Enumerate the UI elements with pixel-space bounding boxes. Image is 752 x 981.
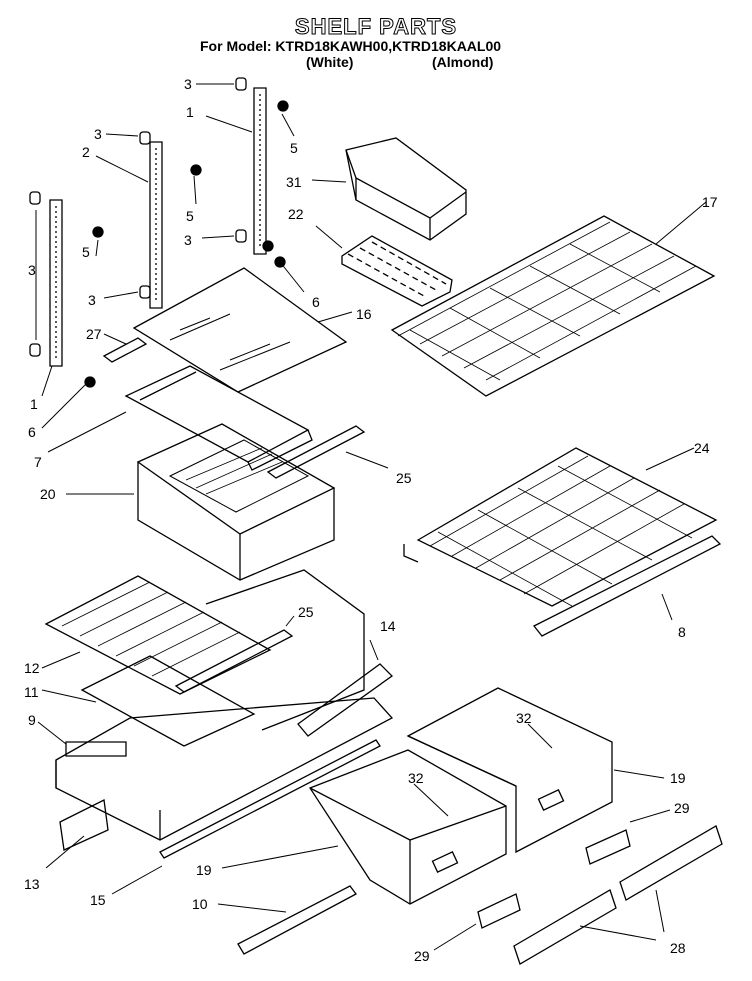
callout-5-b: 5 bbox=[186, 208, 194, 224]
shelf-rail-middle bbox=[150, 142, 162, 308]
rail-14 bbox=[298, 664, 392, 736]
rail-10 bbox=[238, 886, 356, 954]
leader-lines bbox=[36, 84, 706, 950]
callout-24: 24 bbox=[694, 440, 710, 456]
shelf-rail-8 bbox=[534, 536, 720, 636]
diagram-title: SHELF PARTS bbox=[294, 14, 458, 40]
handle-clip-29-upper bbox=[586, 830, 630, 864]
crisper-drawer-right bbox=[408, 688, 612, 852]
shelf-rail-left bbox=[50, 200, 62, 366]
crisper-shelf-12 bbox=[46, 576, 270, 694]
callout-32-b: 32 bbox=[408, 770, 424, 786]
callout-3-b: 3 bbox=[94, 126, 102, 142]
callout-32-a: 32 bbox=[516, 710, 532, 726]
rail-13 bbox=[60, 800, 108, 850]
callout-25-b: 25 bbox=[298, 604, 314, 620]
callout-31: 31 bbox=[286, 174, 302, 190]
wire-shelf-upper bbox=[392, 216, 714, 396]
callout-3-c: 3 bbox=[184, 232, 192, 248]
rail-clips bbox=[30, 78, 246, 356]
callout-29-a: 29 bbox=[674, 800, 690, 816]
callout-15: 15 bbox=[90, 892, 106, 908]
callout-28: 28 bbox=[670, 940, 686, 956]
callout-5-c: 5 bbox=[82, 244, 90, 260]
callout-10: 10 bbox=[192, 896, 208, 912]
rail-screws bbox=[85, 101, 288, 387]
ice-bin bbox=[346, 138, 466, 240]
callout-9: 9 bbox=[28, 712, 36, 728]
crisper-cover-11 bbox=[82, 656, 254, 746]
meat-pan bbox=[138, 424, 334, 580]
callout-8: 8 bbox=[678, 624, 686, 640]
callout-27: 27 bbox=[86, 326, 102, 342]
callout-19-a: 19 bbox=[670, 770, 686, 786]
model-line: For Model: KTRD18KAWH00,KTRD18KAAL00 bbox=[200, 38, 502, 54]
callout-25-a: 25 bbox=[396, 470, 412, 486]
callout-12: 12 bbox=[24, 660, 40, 676]
callout-5-a: 5 bbox=[290, 140, 298, 156]
cover-rail-25-upper bbox=[268, 426, 364, 478]
cover-rail-25-lower bbox=[176, 630, 292, 692]
crisper-control-housing bbox=[56, 698, 392, 840]
shelf-frame bbox=[126, 366, 312, 470]
callout-20: 20 bbox=[40, 486, 56, 502]
cover-rail-27 bbox=[104, 338, 146, 362]
callout-29-b: 29 bbox=[414, 948, 430, 964]
callout-22: 22 bbox=[288, 206, 304, 222]
handle-clip-29-lower bbox=[478, 894, 520, 928]
callout-2: 2 bbox=[82, 144, 90, 160]
callout-11: 11 bbox=[24, 684, 39, 700]
callout-3-d: 3 bbox=[28, 262, 36, 278]
callout-3-a: 3 bbox=[184, 76, 192, 92]
variant-white: (White) bbox=[306, 54, 354, 70]
callout-17: 17 bbox=[702, 194, 718, 210]
callout-1-a: 1 bbox=[186, 104, 194, 120]
callout-3-e: 3 bbox=[88, 292, 96, 308]
callout-1-b: 1 bbox=[30, 396, 38, 412]
crisper-housing bbox=[206, 570, 364, 730]
crisper-drawer-left bbox=[310, 750, 506, 904]
ice-tray bbox=[342, 236, 452, 306]
handle-trim-28-lower bbox=[514, 890, 616, 964]
callout-6-b: 6 bbox=[28, 424, 36, 440]
glass-shelf bbox=[134, 268, 346, 392]
wire-shelf-lower bbox=[404, 448, 716, 606]
shelf-rail-right bbox=[254, 88, 266, 254]
handle-trim-28-upper bbox=[620, 826, 722, 900]
callout-13: 13 bbox=[24, 876, 40, 892]
callout-7: 7 bbox=[34, 454, 42, 470]
callout-16: 16 bbox=[356, 306, 372, 322]
callout-19-b: 19 bbox=[196, 862, 212, 878]
variant-almond: (Almond) bbox=[432, 54, 494, 70]
callout-14: 14 bbox=[380, 618, 396, 634]
rail-15 bbox=[160, 740, 380, 858]
callout-6-a: 6 bbox=[312, 294, 320, 310]
